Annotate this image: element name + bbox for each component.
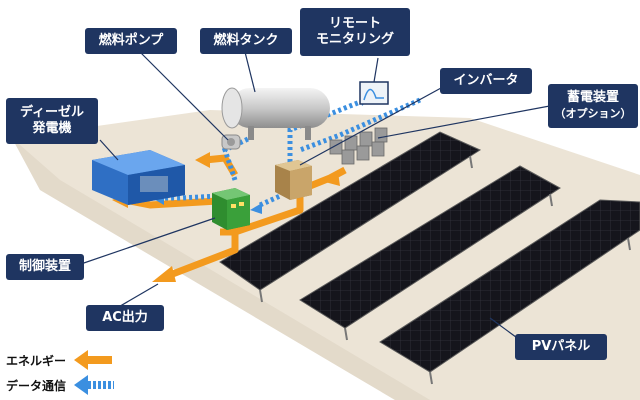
label-remote-monitoring: リモート モニタリング [300,8,410,56]
label-inverter: インバータ [440,68,532,94]
label-battery-line1: 蓄電装置 [566,90,619,105]
label-ac-output: AC出力 [86,305,164,331]
legend-energy-label: エネルギー [6,354,67,368]
legend-data-arrow [74,375,114,395]
pv-panel-row-1 [219,131,482,303]
fuel-tank [221,87,330,140]
label-controller: 制御装置 [6,254,84,280]
label-battery-storage: 蓄電装置 （オプション） [548,84,638,128]
inverter-box [275,160,312,200]
label-diesel-line1: ディーゼル [19,105,85,120]
diesel-generator [92,150,185,205]
pv-panel-row-2 [299,165,561,341]
monitor-screen [359,81,389,105]
label-diesel-generator: ディーゼル 発電機 [6,98,98,144]
label-pv-panel: PVパネル [515,334,607,360]
controller-box [212,188,250,230]
legend-data-label: データ通信 [6,379,67,393]
label-diesel-line2: 発電機 [32,121,72,136]
label-fuel-tank: 燃料タンク [200,28,292,54]
label-remote-monitoring-line1: リモート [328,16,381,31]
label-fuel-pump: 燃料ポンプ [85,28,177,54]
label-battery-line2: （オプション） [554,107,632,120]
label-remote-monitoring-line2: モニタリング [315,32,394,47]
pv-panel-row-3 [379,199,640,385]
energy-flow-lines [124,154,347,279]
legend-energy-arrow [74,350,112,370]
